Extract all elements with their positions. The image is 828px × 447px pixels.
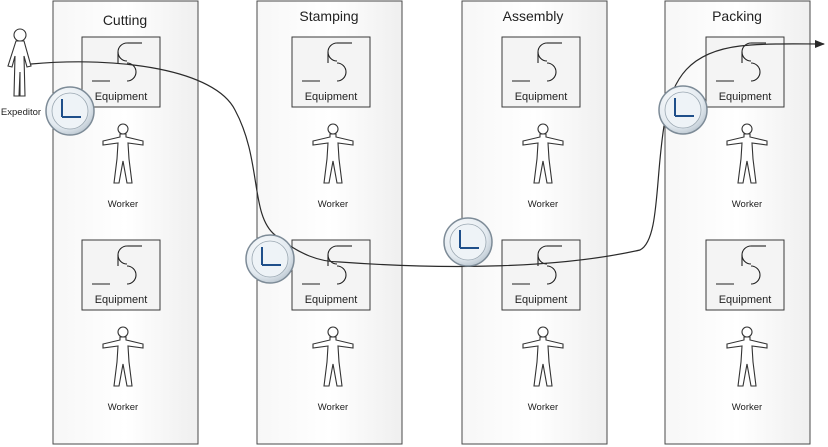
lane-assembly: Assembly Equipment Worker Equipment Work…: [461, 0, 608, 445]
equipment-label: Equipment: [515, 294, 568, 306]
equipment-label: Equipment: [719, 294, 772, 306]
equipment-label: Equipment: [305, 91, 358, 103]
equipment-packing-2: Equipment: [705, 239, 785, 311]
clock-icon: [658, 85, 708, 135]
lane-cutting: Cutting Equipment Worker Equipment Worke…: [52, 0, 199, 445]
expeditor: Expeditor: [1, 28, 41, 118]
clock-icon: [245, 234, 295, 284]
worker-assembly-2: Worker: [522, 326, 564, 413]
worker-cutting-1: Worker: [102, 123, 144, 210]
worker-label: Worker: [732, 402, 762, 413]
equipment-label: Equipment: [305, 294, 358, 306]
lane-packing-title: Packing: [712, 8, 762, 24]
worker-label: Worker: [318, 199, 348, 210]
equipment-label: Equipment: [95, 294, 148, 306]
equipment-label: Equipment: [719, 91, 772, 103]
worker-assembly-1: Worker: [522, 123, 564, 210]
lane-cutting-title: Cutting: [103, 12, 147, 28]
worker-label: Worker: [108, 199, 138, 210]
clock-icon: [443, 217, 493, 267]
worker-label: Worker: [528, 199, 558, 210]
lane-stamping-title: Stamping: [299, 8, 358, 24]
worker-packing-1: Worker: [726, 123, 768, 210]
worker-packing-2: Worker: [726, 326, 768, 413]
equipment-stamping-1: Equipment: [291, 36, 371, 108]
worker-label: Worker: [528, 402, 558, 413]
equipment-cutting-1: Equipment: [81, 36, 161, 108]
worker-stamping-2: Worker: [312, 326, 354, 413]
equipment-assembly-2: Equipment: [501, 239, 581, 311]
equipment-label: Equipment: [515, 91, 568, 103]
clock-icon: [45, 86, 95, 136]
lane-stamping: Stamping Equipment Worker Equipment Work…: [256, 0, 403, 445]
equipment-packing-1: Equipment: [705, 36, 785, 108]
worker-cutting-2: Worker: [102, 326, 144, 413]
expeditor-label: Expeditor: [1, 107, 41, 118]
lane-packing: Packing Equipment Worker Equipment Worke…: [664, 0, 811, 445]
worker-label: Worker: [108, 402, 138, 413]
equipment-label: Equipment: [95, 91, 148, 103]
worker-label: Worker: [732, 199, 762, 210]
equipment-stamping-2: Equipment: [291, 239, 371, 311]
equipment-cutting-2: Equipment: [81, 239, 161, 311]
lane-assembly-title: Assembly: [503, 8, 564, 24]
worker-stamping-1: Worker: [312, 123, 354, 210]
worker-label: Worker: [318, 402, 348, 413]
expeditor-icon: [7, 28, 32, 97]
equipment-assembly-1: Equipment: [501, 36, 581, 108]
